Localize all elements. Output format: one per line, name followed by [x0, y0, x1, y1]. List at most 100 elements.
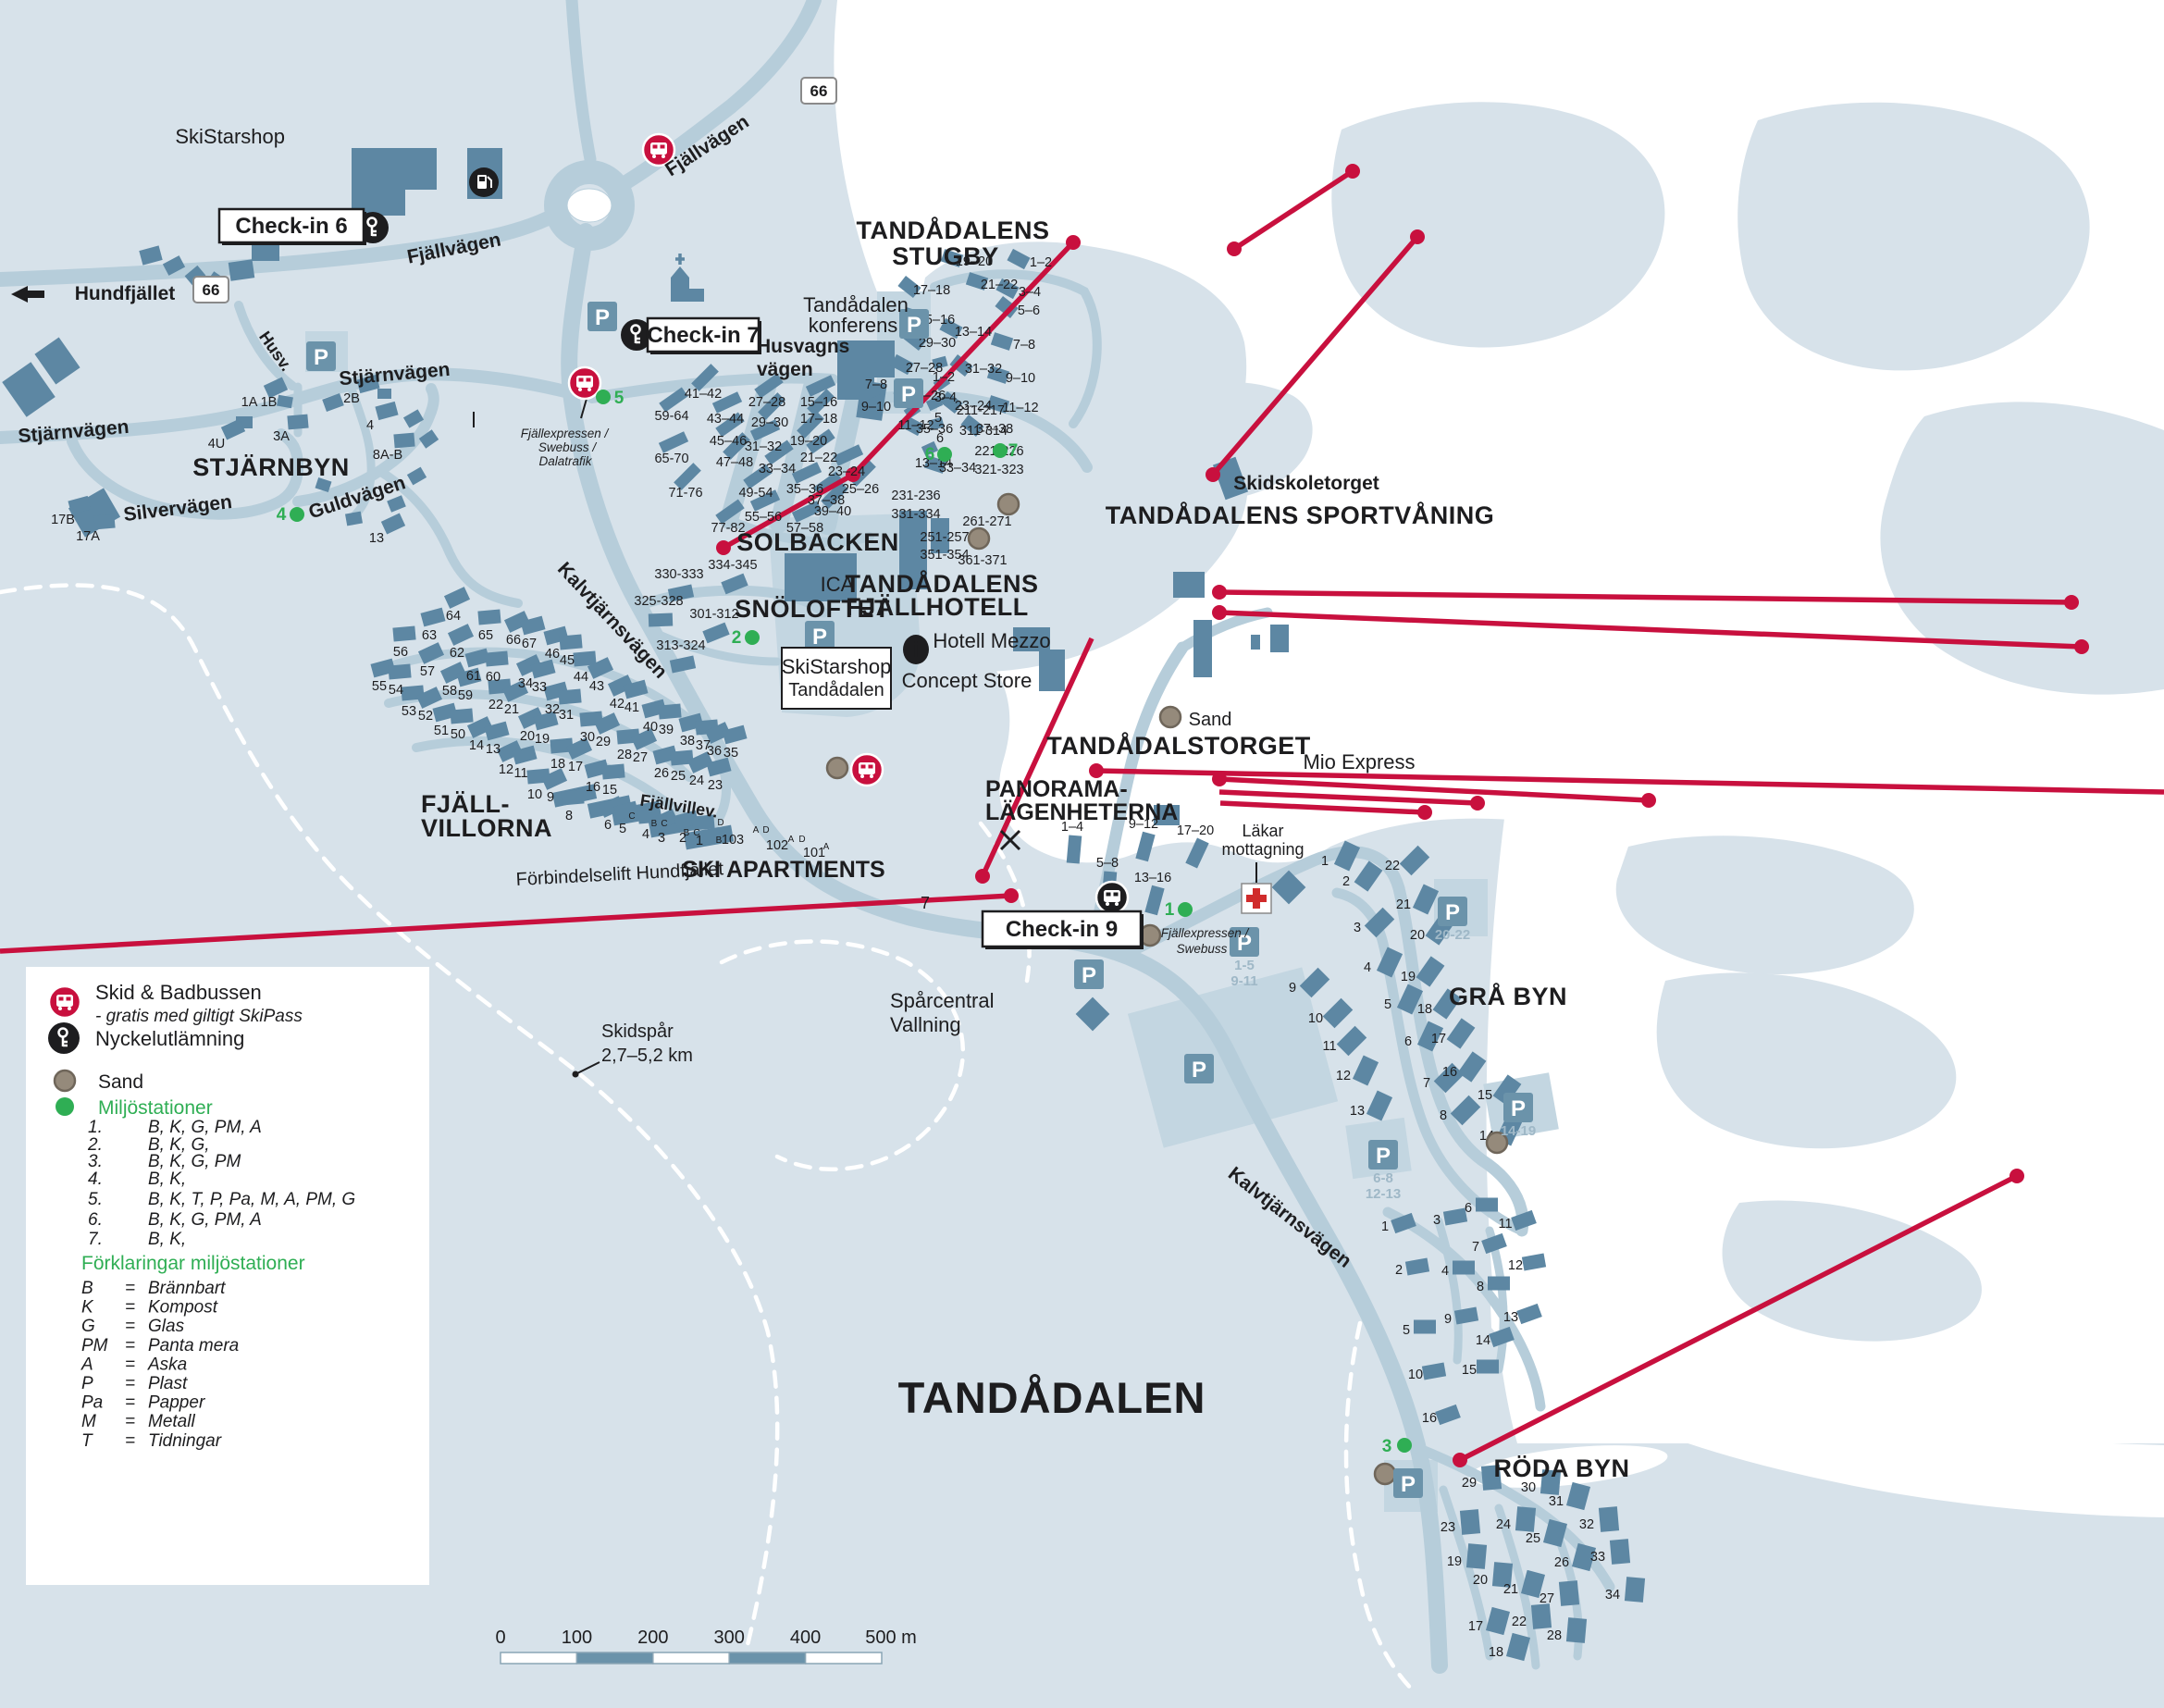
house-number-roda-byn-18: 18	[1489, 1645, 1503, 1660]
checkin-box-check-in-7: Check-in 7	[646, 316, 761, 354]
ski-track-0	[0, 583, 780, 1659]
road-7	[292, 383, 439, 507]
house-villorna-6	[598, 796, 625, 818]
house-number-villorna-37: 37	[696, 738, 711, 753]
house-number-ski-apartments-letters-a: A	[753, 825, 760, 835]
house-number-roda-byn-31: 31	[1549, 1494, 1564, 1509]
lifts-layer	[0, 164, 2164, 1467]
house-gra-byn-21	[1412, 884, 1440, 915]
house-number-husvagn-serie-351-354: 351-354	[920, 548, 969, 563]
place-label-concept-store: Concept Store	[902, 669, 1033, 692]
building-13	[1251, 635, 1260, 650]
house-number-caravan-25-26: 25–26	[842, 482, 879, 497]
house-number-stugby-35-36: 35–36	[916, 422, 953, 437]
ski-lift-12	[1458, 1173, 2019, 1463]
checkin-box-label: Check-in 7	[647, 323, 759, 348]
eco-station-dot-2	[745, 630, 760, 645]
parking-sign-4: P	[805, 621, 835, 650]
house-number-villorna-17: 17	[568, 760, 583, 774]
house-number-stugby-37-38: 37–38	[976, 422, 1013, 437]
house-gra-byn-9	[1299, 967, 1330, 998]
house-stjarnbyn-4u	[220, 418, 246, 440]
house-roda-byn-20	[1491, 1562, 1514, 1588]
house-husvagn-mid-7-8	[863, 362, 882, 378]
ski-lift-0	[0, 893, 1012, 954]
parking-sign-1: P	[587, 302, 617, 331]
ski-lift-5	[980, 637, 1094, 878]
house-villorna-9	[540, 768, 568, 790]
house-gra-byn-6	[1416, 1021, 1444, 1052]
house-gra-byn-5	[1396, 984, 1424, 1015]
ski-lift-3	[851, 241, 1075, 477]
lift-station-dot	[1212, 772, 1227, 786]
house-villorna-58	[439, 662, 467, 684]
cross-icon	[1241, 883, 1272, 914]
house-number-gra-byn-17: 17	[1431, 1032, 1446, 1046]
svg-text:i: i	[913, 637, 920, 662]
checkin-box-frame	[217, 207, 365, 244]
house-villorna-31	[558, 688, 582, 705]
house-villorna-17	[565, 737, 593, 760]
scale-label-200: 200	[637, 1628, 668, 1648]
house-number-gra-byn-12: 12	[1336, 1069, 1351, 1083]
house-number-roda-byn-21: 21	[1503, 1582, 1518, 1597]
place-label-konferens: konferens	[809, 314, 898, 337]
house-villorna-11	[512, 745, 538, 765]
legend-def-word-kompost: Kompost	[148, 1298, 218, 1318]
house-number-caravan-31-32: 31–32	[745, 439, 782, 454]
legend-def-code-t: T	[81, 1431, 93, 1451]
place-label-sand: Sand	[1189, 710, 1232, 730]
road-12	[720, 375, 777, 529]
area-label-tandådalstorget: TANDÅDALSTORGET	[1046, 731, 1311, 760]
building-8	[785, 553, 857, 601]
skistarshop-box-frame	[781, 647, 892, 710]
house-number-villorna-62: 62	[450, 646, 464, 661]
house-caravan-55-56	[749, 489, 781, 512]
house-gra-byn-15	[1492, 1074, 1522, 1106]
house-number-villorna-44: 44	[574, 670, 588, 685]
legend-bus-sublabel: - gratis med giltigt SkiPass	[95, 1007, 303, 1026]
leader-dot	[572, 1071, 579, 1078]
house-number-gra-byn-13: 13	[1350, 1104, 1365, 1119]
road-15	[724, 515, 874, 547]
sand-icon	[967, 526, 991, 551]
house-caravan-45-46	[715, 412, 745, 438]
house-caravan-57-58	[791, 501, 822, 523]
eco-station-dot-7	[993, 443, 1008, 458]
house-number-villorna-3: 3	[658, 831, 665, 846]
house-number-roda-byn-20: 20	[1473, 1573, 1488, 1588]
legend-station-number-1: 1.	[88, 1118, 103, 1137]
legend-station-fractions-3: B, K, G, PM	[148, 1152, 241, 1171]
house-number-husvagn-serie-311-314: 311-314	[959, 424, 1008, 439]
house-stjarnbyn-4	[375, 401, 399, 421]
house-villorna-24	[686, 751, 714, 774]
house-number-caravan-45-46: 45–46	[710, 434, 747, 449]
house-villorna-66	[503, 611, 531, 633]
house-stugby-11-12	[986, 395, 1010, 414]
building-42	[377, 389, 391, 399]
house-number-gra-byn-8: 8	[1440, 1108, 1447, 1123]
parking-sign-0: P	[306, 341, 336, 371]
key-icon	[621, 319, 652, 351]
house-number-stugby-29-30: 29–30	[919, 336, 956, 351]
house-number-villorna-32: 32	[545, 702, 560, 717]
house-number-caravan-41-42: 41–42	[685, 387, 722, 402]
house-husvagn-mid-9-10	[863, 384, 882, 401]
legend-def-equals: =	[125, 1393, 135, 1413]
house-number-husvagn-mid-6: 6	[936, 431, 944, 446]
house-villorna-35	[722, 724, 748, 745]
house-number-solbacken-301-312: 301-312	[689, 607, 738, 622]
house-number-gra-byn-syd-13: 13	[1503, 1310, 1518, 1325]
house-solbacken-330-333	[667, 584, 695, 602]
house-number-gra-byn-7: 7	[1423, 1076, 1430, 1091]
legend-def-code-g: G	[81, 1317, 95, 1336]
house-number-villorna-45: 45	[560, 653, 575, 668]
house-stjarnbyn-17a	[93, 514, 116, 530]
house-gra-byn-syd-14	[1489, 1326, 1515, 1348]
house-number-panorama-17-20: 17–20	[1177, 823, 1214, 838]
lift-station-dot	[1212, 585, 1227, 600]
house-number-gra-byn-syd-3: 3	[1433, 1213, 1441, 1228]
house-number-gra-byn-11: 11	[1322, 1039, 1336, 1054]
house-villorna-23	[706, 757, 732, 777]
